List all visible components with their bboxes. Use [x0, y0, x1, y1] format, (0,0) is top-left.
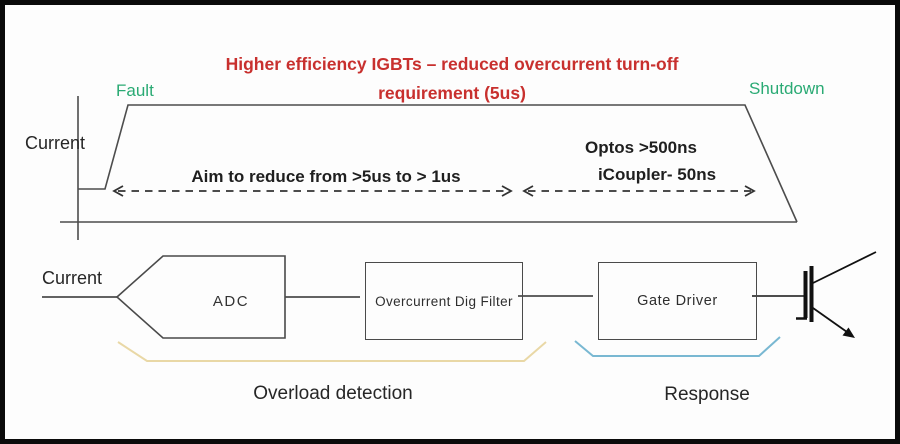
overcurrent-filter-block: Overcurrent Dig Filter: [365, 262, 523, 340]
optos-response-label: Optos >500ns: [585, 138, 697, 157]
adc-block-label: ADC: [212, 293, 250, 310]
overload-detection-group-label: Overload detection: [253, 383, 413, 404]
gate-driver-label: Gate Driver: [637, 293, 718, 309]
waveform-axes: [60, 96, 797, 240]
adc-pentagon: [115, 255, 286, 339]
waveform-current-label: Current: [25, 133, 86, 153]
page-title-line2: requirement (5us): [378, 83, 526, 103]
overload-brace: [117, 341, 547, 362]
current-waveform: [78, 104, 798, 223]
page-title-line1: Higher efficiency IGBTs – reduced overcu…: [225, 54, 679, 74]
block-input-current-label: Current: [42, 268, 103, 288]
fault-label: Fault: [116, 81, 154, 100]
overcurrent-filter-label: Overcurrent Dig Filter: [375, 293, 513, 309]
response-group-label: Response: [664, 384, 750, 405]
response-brace: [574, 336, 781, 357]
igbt-transistor-icon: [796, 251, 877, 338]
icoupler-response-label: iCoupler- 50ns: [597, 165, 717, 184]
reduce-arrow-label: Aim to reduce from >5us to > 1us: [191, 167, 461, 186]
reduce-time-arrow: [112, 185, 513, 197]
gate-driver-block: Gate Driver: [598, 262, 757, 340]
shutdown-label: Shutdown: [749, 79, 825, 98]
response-time-arrow: [522, 185, 756, 197]
